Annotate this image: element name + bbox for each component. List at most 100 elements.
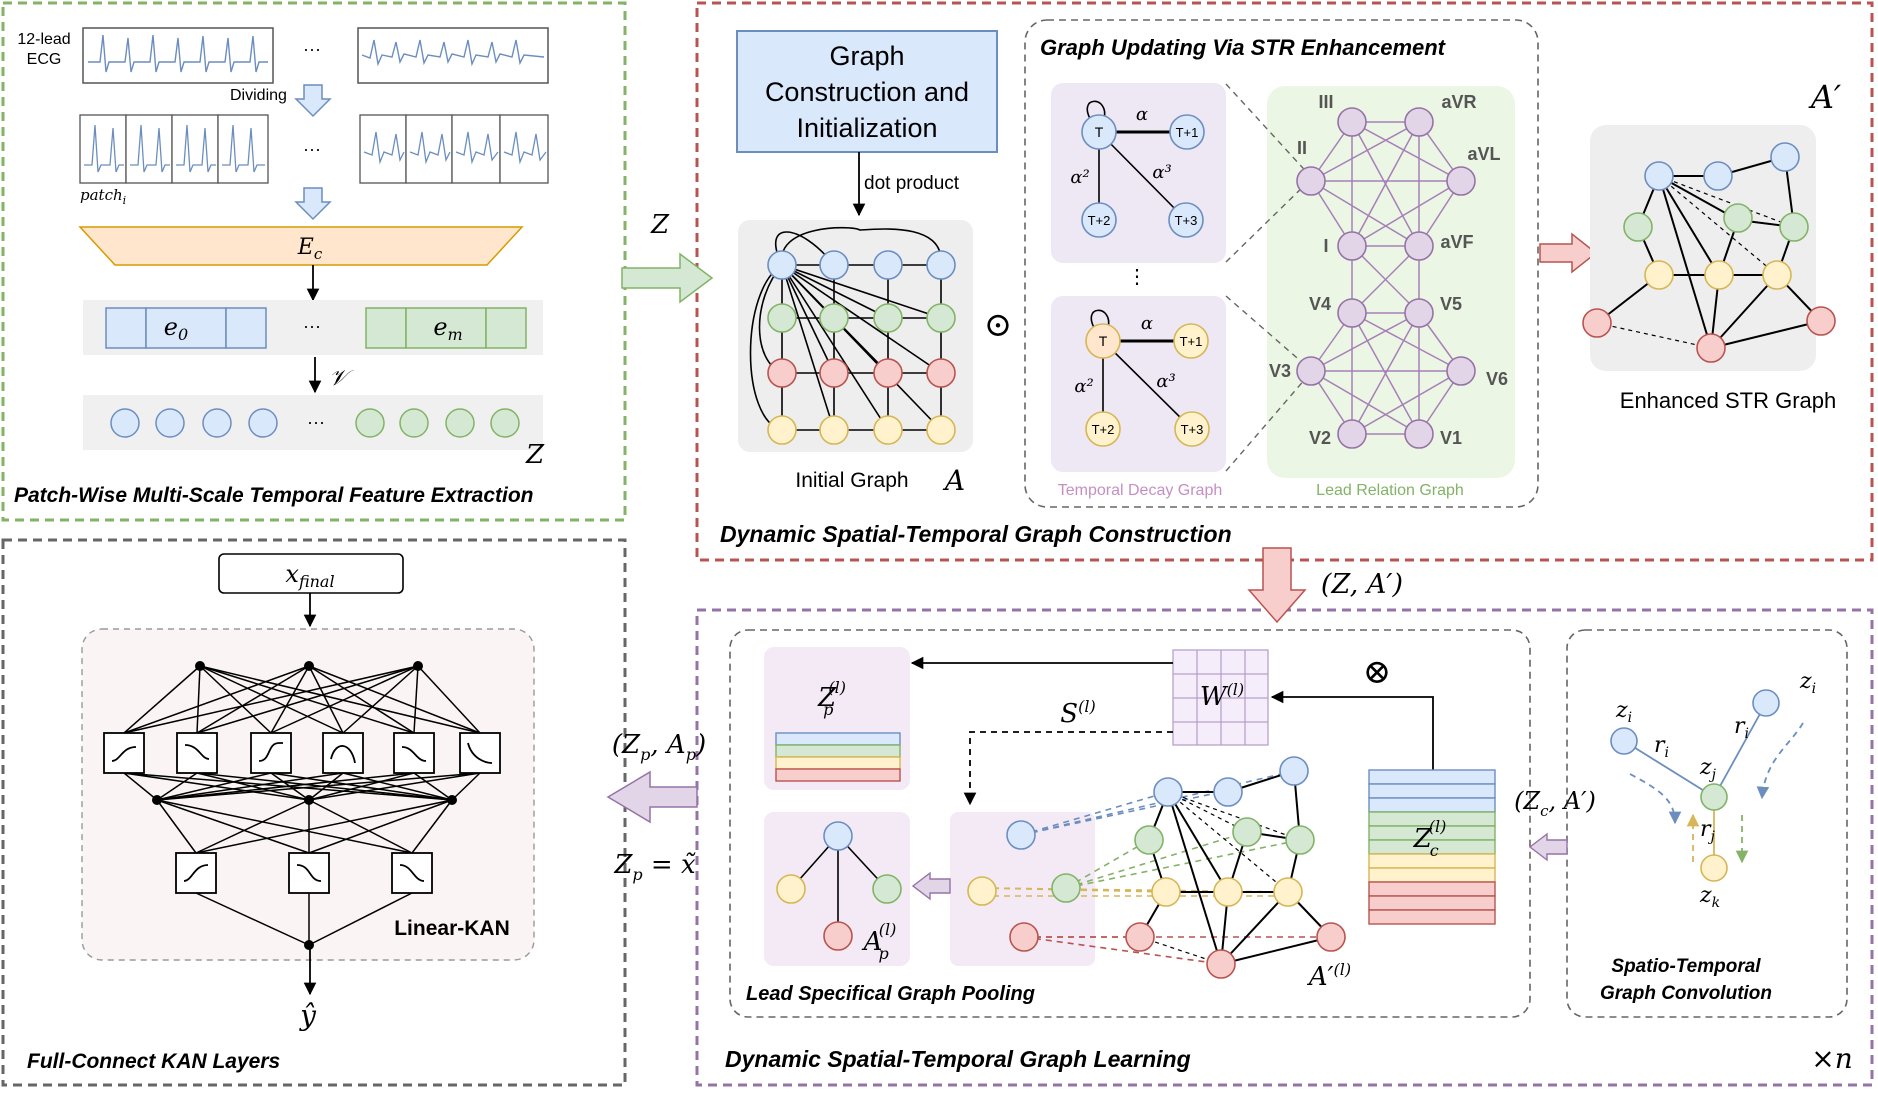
kan-edge — [451, 772, 481, 801]
kan-function-box — [322, 732, 364, 774]
lead-edge — [1310, 370, 1420, 435]
kan-junction — [304, 661, 314, 671]
x-final-box — [218, 553, 404, 594]
ap-bg — [764, 812, 910, 966]
a-prime-l-nodes — [1125, 756, 1346, 979]
y-hat-label: ŷ — [298, 999, 317, 1032]
kan-edge — [156, 772, 344, 801]
feature-extraction-panel: 12-lead ECG ··· Dividing ··· patchi — [14, 27, 549, 507]
dividing-label: Dividing — [230, 87, 287, 104]
s-label: S(l) — [1060, 697, 1095, 729]
z-row-label: Z — [525, 440, 545, 470]
to-enhanced-arrow — [1539, 232, 1598, 274]
embedding-e0 — [105, 307, 267, 349]
z-a-prime-label: (Z, A′) — [1321, 569, 1403, 600]
patch-group-left — [79, 114, 269, 184]
zc-to-w-arrow — [1270, 690, 1434, 770]
kan-edge — [308, 799, 413, 854]
svg-text:α: α — [1141, 313, 1153, 334]
lead-node — [1337, 419, 1367, 449]
conv-title-line1: Spatio-Temporal — [1611, 956, 1761, 977]
lead-V5: V5 — [1440, 294, 1462, 314]
lead-aVF: aVF — [1440, 232, 1473, 252]
kan-edge — [417, 665, 481, 734]
encoder-label: Ec — [297, 235, 323, 263]
kan-edge — [156, 799, 197, 854]
ecg-waveform-left — [88, 34, 268, 73]
kan-edge — [342, 665, 419, 734]
lead-edge — [1351, 370, 1462, 435]
temporal-decay-upper: T T+1 T+2 T+3 α α² α³ — [1070, 100, 1205, 238]
conv-labels: zi zi ri ri zj rj zk — [1615, 669, 1816, 911]
kan-junction — [152, 795, 162, 805]
kan-function-box — [393, 732, 435, 774]
kan-function-boxes — [103, 732, 501, 894]
svg-text:T: T — [1099, 333, 1108, 349]
graph-learning-panel: Zp(l) Ap(l) W(l) — [725, 629, 1853, 1075]
construction-to-learning-arrow — [1247, 547, 1307, 624]
kan-junction — [304, 940, 314, 950]
kan-junction — [195, 661, 205, 671]
svg-text:α²: α² — [1070, 167, 1089, 188]
temporal-decay-label: Temporal Decay Graph — [1058, 482, 1223, 499]
svg-text:α: α — [1136, 104, 1148, 125]
svg-text:T+2: T+2 — [1092, 422, 1115, 437]
kan-edge — [196, 665, 201, 734]
str-enhancement-box — [1024, 19, 1539, 508]
lead-edge — [1351, 180, 1462, 247]
svg-text:rj: rj — [1700, 817, 1716, 845]
kan-edge — [308, 772, 481, 801]
svg-text:zi: zi — [1799, 669, 1816, 697]
ecg-ellipsis-top: ··· — [303, 39, 321, 59]
kan-function-box — [459, 732, 501, 774]
lead-node — [1446, 166, 1476, 196]
zp-label: Zp(l) — [817, 678, 846, 719]
kan-edges — [123, 665, 481, 946]
lead-node — [1404, 107, 1434, 137]
ap-label: Ap(l) — [862, 920, 897, 963]
lead-aVL: aVL — [1467, 144, 1500, 164]
learning-to-kan-arrow — [606, 770, 698, 824]
kan-edge — [196, 665, 419, 734]
lead-node — [1404, 231, 1434, 261]
lead-edge — [1310, 180, 1420, 247]
lead-node — [1296, 166, 1326, 196]
kan-junctions — [152, 661, 457, 950]
construction-box-line1: Graph — [829, 41, 904, 71]
lead-node — [1404, 298, 1434, 328]
str-enhancement-title: Graph Updating Via STR Enhancement — [1040, 35, 1447, 60]
kan-panel: xfinal Linear-KAN ŷ Full-Connect KAN Lay… — [27, 553, 535, 1073]
embedding-e0-label: e0 — [164, 313, 188, 344]
w-label: W(l) — [1200, 680, 1244, 712]
kan-edge — [308, 665, 481, 734]
kan-edge — [123, 665, 419, 734]
feature-extraction-title: Patch-Wise Multi-Scale Temporal Feature … — [14, 484, 534, 507]
dividing-arrow — [294, 84, 332, 118]
kan-function-box — [175, 852, 217, 894]
kan-junction — [304, 795, 314, 805]
lead-edge — [1351, 121, 1462, 182]
embedding-ellipsis: ··· — [303, 316, 321, 336]
kan-junction — [413, 661, 423, 671]
kan-edge — [195, 799, 310, 854]
lead-II: II — [1297, 138, 1307, 158]
lead-relation-nodes — [1296, 107, 1476, 449]
zc-label: Zc(l) — [1413, 817, 1447, 860]
panel-kan-border — [1, 538, 627, 1087]
initial-graph-label: Initial Graph — [795, 469, 908, 492]
kan-edge — [308, 665, 344, 734]
hadamard-operator: ⊙ — [984, 305, 1013, 345]
construction-box-line2: Construction and — [765, 77, 969, 107]
a-prime-label: A′ — [1808, 78, 1842, 116]
enhanced-graph-label: Enhanced STR Graph — [1620, 388, 1836, 413]
encoder-input-arrow — [294, 187, 332, 221]
kan-edge — [123, 665, 201, 734]
graph-construction-title: Dynamic Spatial-Temporal Graph Construct… — [720, 521, 1232, 547]
repeat-label: ×n — [1811, 1042, 1853, 1075]
connector-dashes — [1225, 83, 1313, 472]
svg-text:T+2: T+2 — [1088, 213, 1111, 228]
kan-function-box — [103, 732, 145, 774]
lead-V1: V1 — [1440, 428, 1462, 448]
construction-box-line3: Initialization — [796, 113, 937, 143]
x-final-label: xfinal — [285, 560, 334, 591]
